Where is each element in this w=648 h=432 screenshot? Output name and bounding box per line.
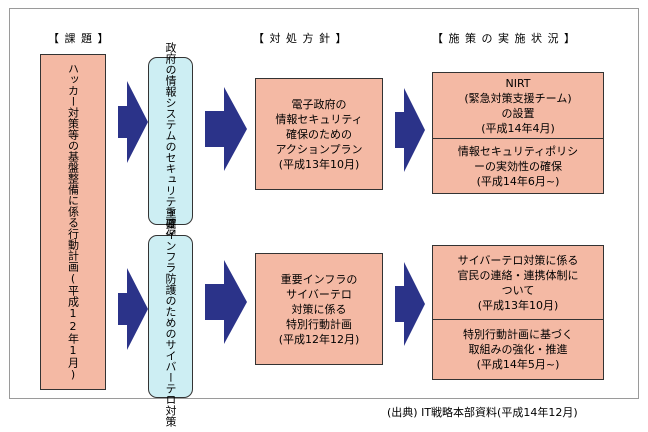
topic-box-1: 政府の情報システムのセキュリティ確保 (148, 42, 193, 240)
header-status: 【 施 策 の 実 施 状 況 】 (432, 32, 576, 45)
header-policy: 【 対 処 方 針 】 (253, 32, 348, 45)
arrow-policy-to-status-2 (395, 262, 425, 346)
arrow-topic-to-policy-2 (205, 260, 247, 344)
status-text-2-2: 特別行動計画に基づく 取組みの強化・推進 (平成14年5月~) (463, 328, 573, 371)
topic-label-1: 政府の情報システムのセキュリティ確保 (164, 42, 177, 240)
arrow-policy-to-status-1 (395, 88, 425, 172)
header-issue: 【 課 題 】 (48, 32, 110, 45)
issue-box: ハッカー対策等の基盤整備に係る行動計画(平成12年1月) (40, 54, 106, 390)
status-text-1-1: NIRT (緊急対策支援チーム) の設置 (平成14年4月) (464, 76, 572, 135)
status-item-2-1: サイバーテロ対策に係る 官民の連絡・連携体制に ついて (平成13年10月) (433, 246, 603, 320)
status-box-1: NIRT (緊急対策支援チーム) の設置 (平成14年4月) 情報セキュリティポ… (432, 72, 604, 194)
policy-text-2: 重要インフラの サイバーテロ 対策に係る 特別行動計画 (平成12年12月) (278, 272, 360, 346)
status-box-2: サイバーテロ対策に係る 官民の連絡・連携体制に ついて (平成13年10月) 特… (432, 245, 604, 380)
policy-box-2: 重要インフラの サイバーテロ 対策に係る 特別行動計画 (平成12年12月) (255, 253, 383, 365)
arrow-issue-to-topic-2 (118, 268, 148, 350)
status-text-2-1: サイバーテロ対策に係る 官民の連絡・連携体制に ついて (平成13年10月) (457, 253, 579, 312)
arrow-issue-to-topic-1 (118, 81, 148, 163)
status-item-2-2: 特別行動計画に基づく 取組みの強化・推進 (平成14年5月~) (433, 320, 603, 379)
source-note: (出典) IT戦略本部資料(平成14年12月) (387, 406, 578, 419)
status-item-1-1: NIRT (緊急対策支援チーム) の設置 (平成14年4月) (433, 73, 603, 139)
issue-box-label: ハッカー対策等の基盤整備に係る行動計画(平成12年1月) (66, 63, 80, 381)
status-item-1-2: 情報セキュリティポリシ ーの実効性の確保 (平成14年6月~) (433, 139, 603, 193)
topic-box-2: 重要インフラ防護のためのサイバーテロ対策 (148, 207, 193, 427)
topic-label-2: 重要インフラ防護のためのサイバーテロ対策 (164, 206, 177, 427)
policy-text-1: 電子政府の 情報セキュリティ 確保のための アクションプラン (平成13年10月… (275, 97, 363, 171)
policy-box-1: 電子政府の 情報セキュリティ 確保のための アクションプラン (平成13年10月… (255, 78, 383, 190)
arrow-topic-to-policy-1 (205, 87, 247, 171)
status-text-1-2: 情報セキュリティポリシ ーの実効性の確保 (平成14年6月~) (457, 144, 579, 188)
